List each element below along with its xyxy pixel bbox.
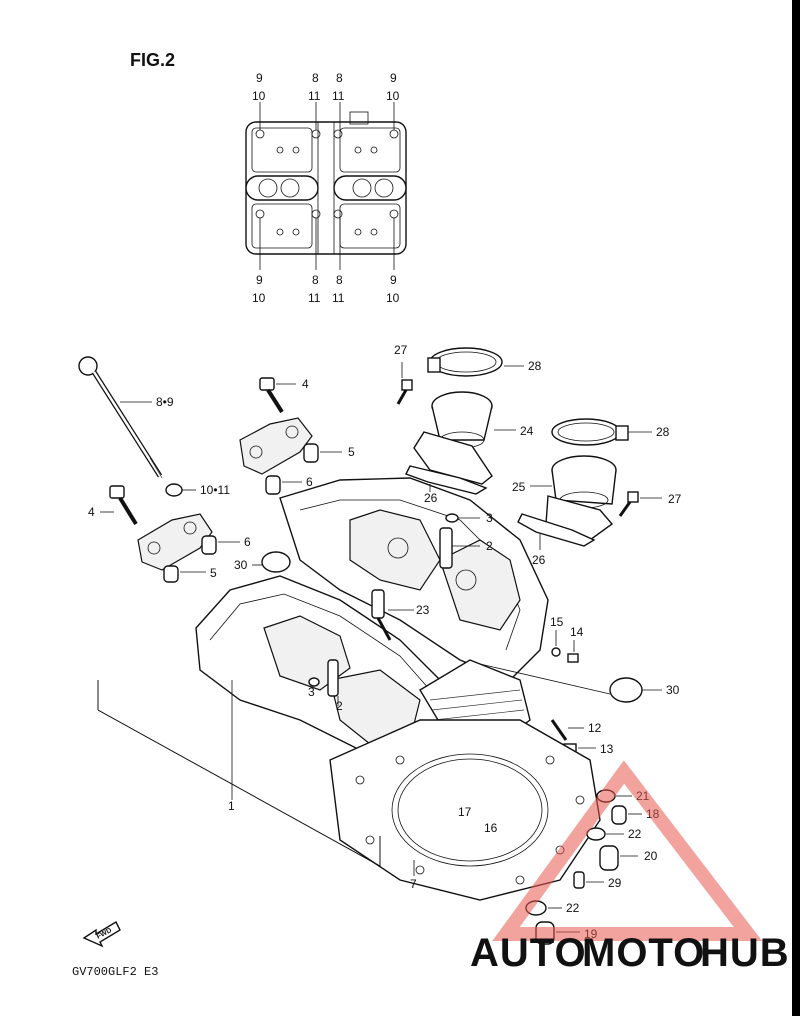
callout-5-upper: 5 [348,445,355,459]
callout-1: 1 [228,799,235,813]
top-label-a-2: 8 [312,71,319,85]
callout-25: 25 [512,480,526,494]
bolt-4-upper [259,377,284,414]
valve-guide-2-lower [327,659,339,697]
watermark-triangle-icon [492,760,763,941]
cap-30-left [261,551,291,573]
clamp-28-upper [427,347,503,377]
screw-27-right [618,491,639,517]
circlip-3-lower [308,677,320,687]
callout-13: 13 [600,742,614,756]
cylinder-head-gasket-7 [329,719,601,901]
callout-28-upper: 28 [528,359,542,373]
bolt-4-left [109,485,138,526]
clamp-28-right [551,418,629,446]
long-stud-bolt [78,356,163,479]
bottom-label-b-2: 11 [308,291,321,305]
bottom-label-a-1: 9 [256,273,263,287]
intake-pipe-24 [413,391,493,485]
screw-14 [567,653,579,663]
callout-2-upper: 2 [486,539,493,553]
callout-29: 29 [608,876,622,890]
watermark-auto: AUTO [470,931,587,975]
callout-22-upper: 22 [628,827,642,841]
forward-arrow-icon: FWD [82,921,121,948]
callout-6-left: 6 [244,535,251,549]
dowel-5-left [163,565,179,583]
gasket-26-right [517,513,596,547]
callout-14: 14 [570,625,584,639]
callout-10-11: 10•11 [200,483,230,497]
watermark-moto: MOTO [582,931,705,975]
cap-30-right [609,677,643,703]
bottom-label-b-1: 10 [252,291,266,305]
callout-20: 20 [644,849,658,863]
dowel-6-upper [265,475,281,495]
bottom-label-b-4: 10 [386,291,400,305]
top-label-b-2: 11 [308,89,321,103]
valve-guide-2-upper [439,527,453,569]
washer-15 [551,647,561,657]
bottom-label-a-2: 8 [312,273,319,287]
callout-4-left: 4 [88,505,95,519]
pin-29 [573,871,585,889]
bottom-label-b-3: 11 [332,291,345,305]
stud-12 [550,719,568,741]
callout-27-right: 27 [668,492,682,506]
watermark-logo: AUTO MOTO HUB [470,760,790,975]
top-label-a-1: 9 [256,71,263,85]
callout-22-lower: 22 [566,901,580,915]
circlip-3-upper [445,513,459,523]
bottom-label-a-3: 8 [336,273,343,287]
top-label-a-3: 8 [336,71,343,85]
watermark-hub: HUB [700,931,790,975]
cylinder-head-top-view [245,102,407,270]
callout-3-lower: 3 [308,685,315,699]
rocker-support-left [137,513,213,571]
callout-30-right: 30 [666,683,680,697]
callout-27-upper: 27 [394,343,408,357]
cylinder-head-rear [279,477,549,681]
callout-17: 17 [458,805,472,819]
dowel-5-upper [303,443,319,463]
callout-2-lower: 2 [336,699,343,713]
callout-4-upper: 4 [302,377,309,391]
callout-26-right: 26 [532,553,546,567]
dowel-18 [611,805,627,825]
model-code: GV700GLF2 E3 [72,965,158,979]
callout-28-right: 28 [656,425,670,439]
callout-16: 16 [484,821,498,835]
bottom-label-a-4: 9 [390,273,397,287]
callout-3-upper: 3 [486,511,493,525]
callout-12: 12 [588,721,602,735]
callout-24: 24 [520,424,534,438]
dowel-6-left [201,535,217,555]
callout-5-left: 5 [210,566,217,580]
figure-title: FIG.2 [130,50,175,70]
rocker-support-upper [239,417,313,475]
top-label-b-4: 10 [386,89,400,103]
top-label-b-1: 10 [252,89,266,103]
washer-10-11 [165,483,183,497]
top-label-b-3: 11 [332,89,345,103]
callout-30-left: 30 [234,558,248,572]
dowel-20 [599,845,619,871]
right-edge-bar [792,0,800,1016]
top-label-a-4: 9 [390,71,397,85]
item-1-bracket [97,680,381,867]
callout-8-9: 8•9 [156,395,174,409]
callout-26-upper: 26 [424,491,438,505]
callout-15: 15 [550,615,564,629]
callout-6-upper: 6 [306,475,313,489]
gasket-26-upper [405,465,488,495]
screw-27-upper [396,379,413,405]
callout-23: 23 [416,603,430,617]
spark-plug-23 [371,589,392,641]
callout-7: 7 [410,877,417,891]
